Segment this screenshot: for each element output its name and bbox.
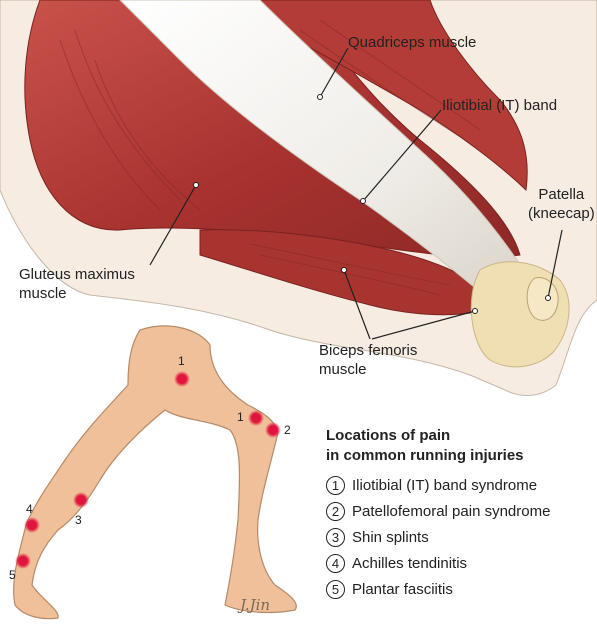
pain-number-2: 2 bbox=[284, 423, 291, 437]
leg-skin bbox=[14, 326, 297, 619]
legend-item: 1 Iliotibial (IT) band syndrome bbox=[326, 472, 594, 498]
knee-joint bbox=[471, 262, 569, 367]
biceps-femoris-label: Biceps femoris muscle bbox=[319, 341, 417, 379]
number-badge: 3 bbox=[326, 528, 345, 547]
number-badge: 1 bbox=[326, 476, 345, 495]
legend-item-label: Iliotibial (IT) band syndrome bbox=[352, 477, 537, 494]
leg-figure bbox=[14, 326, 297, 619]
pain-point-1-knee bbox=[248, 410, 264, 426]
patella-label: Patella (kneecap) bbox=[528, 185, 595, 223]
artist-signature: J.Jin bbox=[237, 596, 270, 614]
pain-locations-legend: Locations of pain in common running inju… bbox=[326, 426, 594, 602]
pain-number-3: 3 bbox=[75, 513, 82, 527]
legend-item: 3 Shin splints bbox=[326, 524, 594, 550]
legend-item: 4 Achilles tendinitis bbox=[326, 550, 594, 576]
legend-title: Locations of pain in common running inju… bbox=[326, 426, 594, 466]
pain-point-3 bbox=[73, 492, 89, 508]
gluteus-label: Gluteus maximus muscle bbox=[19, 265, 135, 303]
it-band-label: Iliotibial (IT) band bbox=[442, 96, 557, 115]
legend-item-label: Achilles tendinitis bbox=[352, 555, 467, 572]
legend-item-label: Shin splints bbox=[352, 529, 429, 546]
pain-number-1-knee: 1 bbox=[237, 410, 244, 424]
pain-number-5: 5 bbox=[9, 568, 16, 582]
pain-number-4: 4 bbox=[26, 502, 33, 516]
number-badge: 4 bbox=[326, 554, 345, 573]
pain-point-5 bbox=[15, 553, 31, 569]
legend-item-label: Plantar fasciitis bbox=[352, 581, 453, 598]
pain-number-1-hip: 1 bbox=[178, 354, 185, 368]
pain-point-1-hip bbox=[174, 371, 190, 387]
legend-item-label: Patellofemoral pain syndrome bbox=[352, 503, 550, 520]
pain-point-4 bbox=[24, 517, 40, 533]
number-badge: 2 bbox=[326, 502, 345, 521]
pain-point-2 bbox=[265, 422, 281, 438]
quadriceps-label: Quadriceps muscle bbox=[348, 33, 476, 52]
legend-item: 2 Patellofemoral pain syndrome bbox=[326, 498, 594, 524]
number-badge: 5 bbox=[326, 580, 345, 599]
legend-item: 5 Plantar fasciitis bbox=[326, 576, 594, 602]
thigh-illustration bbox=[0, 0, 597, 395]
